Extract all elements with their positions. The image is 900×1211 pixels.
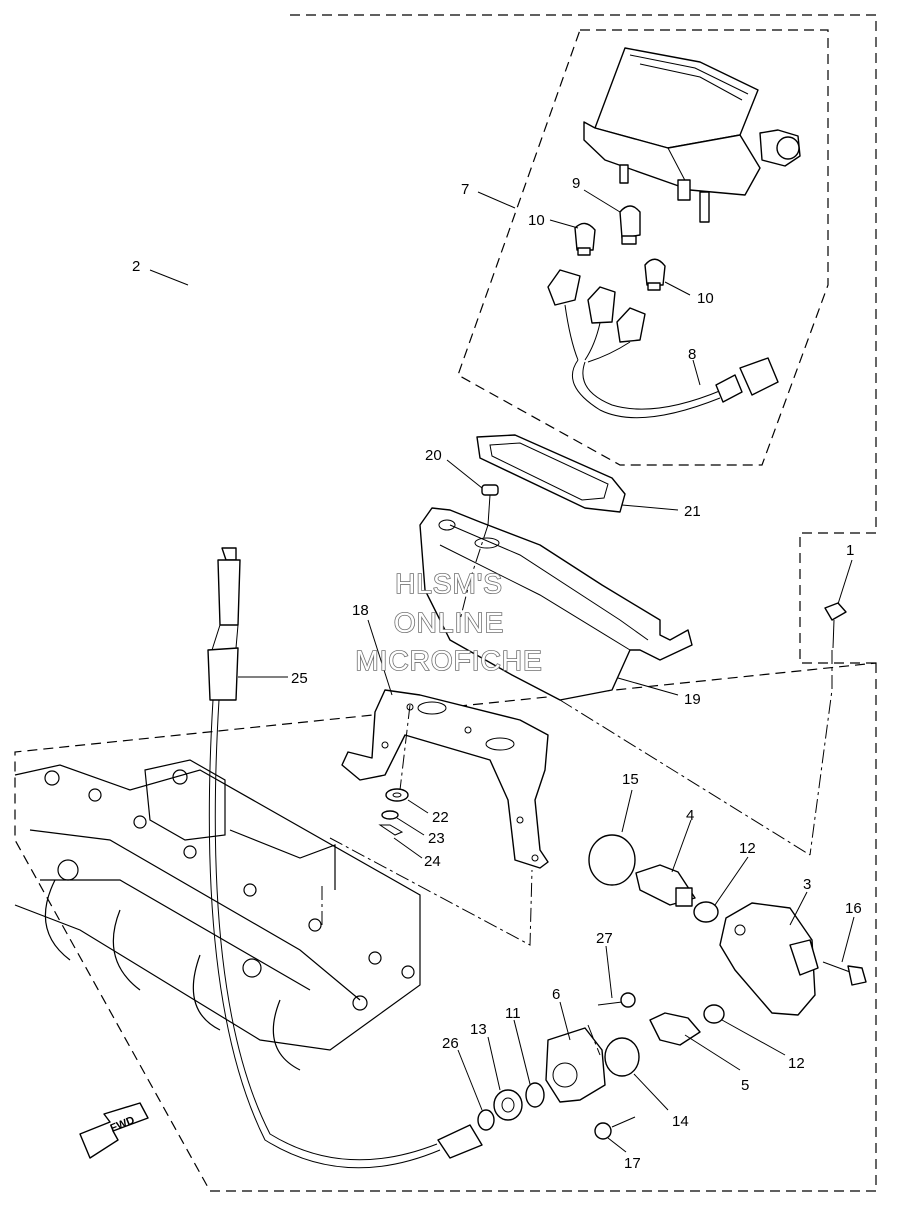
bolt-16 [822,961,867,986]
callout-6: 6 [552,986,560,1003]
gear-holder-6 [545,1027,606,1103]
gear-housing-3 [719,902,819,1016]
grommet-22 [385,788,409,802]
watermark-line-3: MICROFICHE [355,645,542,676]
callout-27: 27 [596,930,613,947]
screw-27 [597,992,636,1008]
callout-23: 23 [428,830,445,847]
o-ring-14 [604,1037,640,1077]
bulb-10-right [644,258,666,291]
gear-4 [635,864,696,907]
assembly-line-housing [587,1024,601,1056]
callout-10-left: 10 [528,212,545,229]
bolt-1 [824,602,847,649]
meter-bracket [419,507,693,701]
callout-12-upper: 12 [739,840,756,857]
callout-16: 16 [845,900,862,917]
assembly-line-frame [329,837,533,946]
callout-11: 11 [505,1005,521,1022]
washer-11 [525,1082,545,1108]
o-ring-15 [588,834,636,886]
screw-20 [481,484,499,526]
meter-subassembly-boundary [457,29,829,466]
oil-seal-13 [493,1089,523,1121]
callout-22: 22 [432,809,449,826]
callout-7: 7 [461,181,469,198]
callout-20: 20 [425,447,442,464]
callout-24: 24 [424,853,441,870]
callout-21: 21 [684,503,701,520]
bulb-socket-harness [547,269,779,419]
screw-17 [594,1116,636,1140]
speedometer-assembly [583,47,801,223]
bushing-12-upper [693,901,719,923]
watermark: HLSM'S ONLINE MICROFICHE [355,567,543,677]
callout-25: 25 [291,670,308,687]
callout-26: 26 [442,1035,459,1052]
callout-12-lower: 12 [788,1055,805,1072]
assembly-line-bracket [559,699,811,856]
callout-13: 13 [470,1021,487,1038]
meter-cover [476,434,626,513]
callout-15: 15 [622,771,639,788]
leader-lines [149,189,855,1153]
bolt-subassembly-boundary [799,532,876,664]
callout-17: 17 [624,1155,641,1172]
lower-bracket [341,689,549,869]
callout-18: 18 [352,602,369,619]
bushing-12-lower [703,1004,725,1024]
callout-10-right: 10 [697,290,714,307]
callout-19: 19 [684,691,701,708]
speedometer-cable [207,547,483,1169]
fwd-arrow-icon: FWD [79,1102,149,1159]
watermark-line-1: HLSM'S [395,568,503,599]
assembly-line-screw [459,524,489,621]
callout-8: 8 [688,346,696,363]
washer-23 [381,810,399,820]
callout-14: 14 [672,1113,689,1130]
callout-1: 1 [846,542,854,559]
frame-illustration [14,759,421,1071]
assembly-line-bolt [809,650,833,856]
callout-4: 4 [686,807,694,824]
callout-5: 5 [741,1077,749,1094]
callout-2: 2 [132,258,140,275]
watermark-line-2: ONLINE [394,607,504,638]
assembly-boundary [14,14,877,1192]
callout-9: 9 [572,175,580,192]
callout-3: 3 [803,876,811,893]
bulb-10-left [574,222,596,256]
o-ring-26 [477,1109,495,1131]
pin-24 [378,824,404,836]
bulb-9 [619,205,641,245]
